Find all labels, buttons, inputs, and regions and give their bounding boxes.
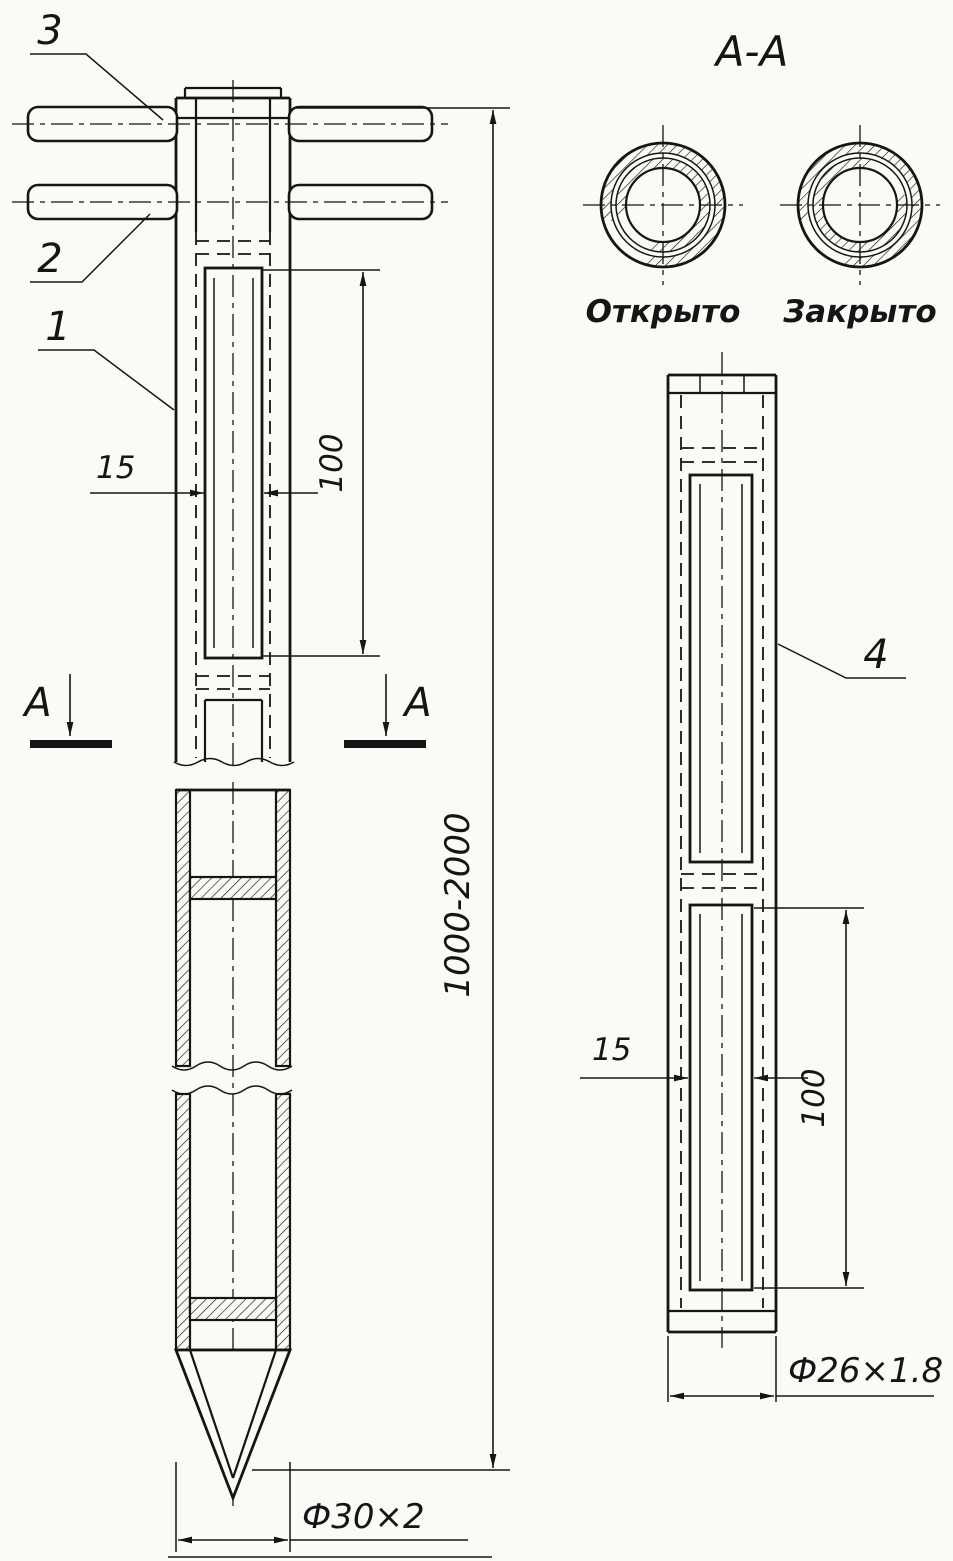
cone-tip: [173, 1348, 293, 1502]
bottom-plug: [188, 1296, 278, 1322]
sampler-slot-main: [203, 266, 264, 660]
section-circle-closed: Закрыто: [780, 125, 940, 330]
main-probe-view: [12, 80, 448, 1512]
dim-main-slot-width: 15: [90, 450, 318, 497]
inner-partition: [188, 875, 278, 901]
sectioned-tube-2: [171, 1085, 293, 1352]
state-open-label: Открыто: [586, 294, 741, 330]
part-label-4: 4: [863, 632, 888, 678]
section-circle-open: Открыто: [583, 125, 743, 330]
part-callouts: 3 2 1 4: [30, 8, 906, 679]
dim-text-main-tube-size: Ф30×2: [302, 1497, 425, 1537]
part-label-2: 2: [37, 236, 62, 282]
outer-tube-upper: [173, 86, 295, 767]
dim-text-main-slot-width: 15: [96, 450, 135, 486]
dim-inner-slot-length: 100: [754, 907, 864, 1289]
section-letter-right: A: [401, 680, 431, 726]
dim-main-tube-size: Ф30×2: [168, 1462, 492, 1558]
break-line-mid-1: [171, 1061, 293, 1071]
handle-lower: [12, 183, 448, 221]
handle-upper: [12, 105, 448, 143]
leader-part-2: [30, 213, 151, 283]
section-view-aa: A-A Открыто Закрыто: [583, 27, 940, 330]
dim-main-slot-length: 100: [263, 269, 380, 657]
dim-text-main-slot-length: 100: [314, 433, 350, 492]
inner-tube-slot-lower: [688, 903, 754, 1292]
leader-part-3: [30, 53, 164, 121]
part-label-3: 3: [37, 8, 62, 54]
inner-tube-view: [666, 352, 778, 1348]
dim-inner-tube-size: Ф26×1.8: [667, 1336, 943, 1402]
break-line-mid-2: [171, 1085, 293, 1095]
sectioned-tube-1: [171, 788, 293, 1071]
dim-text-inner-slot-length: 100: [796, 1068, 832, 1127]
section-letter-left: A: [21, 680, 51, 726]
inner-tube-slot-upper: [688, 473, 754, 864]
section-cut-marks: A A: [21, 674, 432, 748]
state-closed-label: Закрыто: [782, 294, 936, 330]
section-view-title: A-A: [713, 27, 789, 76]
part-label-1: 1: [45, 304, 70, 350]
dim-text-overall-length: 1000-2000: [438, 812, 478, 997]
dim-text-inner-slot-width: 15: [592, 1032, 631, 1068]
dim-text-inner-tube-size: Ф26×1.8: [788, 1351, 943, 1391]
leader-part-4: [777, 643, 906, 679]
dim-inner-slot-width: 15: [580, 1032, 808, 1082]
leader-part-1: [38, 349, 175, 411]
dim-overall-length: 1000-2000: [252, 107, 510, 1471]
break-line-upper: [173, 757, 295, 767]
